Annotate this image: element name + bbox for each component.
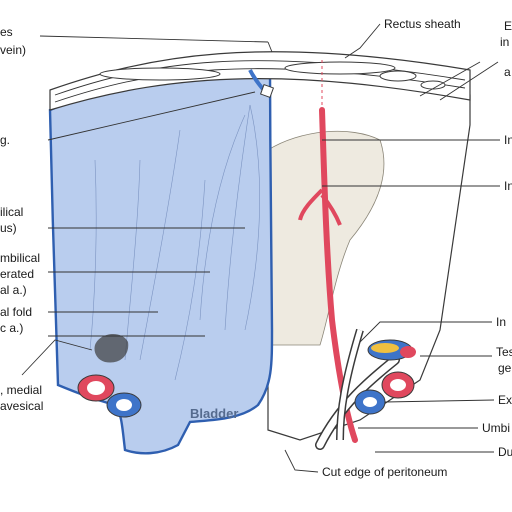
label-medial-1: , medial [0, 383, 42, 397]
label-umbilical-1: ilical [0, 205, 23, 219]
label-cut-edge: Cut edge of peritoneum [322, 465, 447, 479]
label-right-tes-1: Tes [496, 345, 512, 359]
label-right-in-b: In [504, 179, 512, 193]
label-right-in-c: In [496, 315, 506, 329]
label-top-right-1: E [504, 19, 512, 33]
label-top-right-3: a [504, 65, 511, 79]
label-right-du: Du [498, 445, 512, 459]
rectus-muscle-oval [99, 67, 221, 81]
label-medial-2: avesical [0, 399, 43, 413]
testicular-vessels [367, 339, 416, 361]
label-rectus-sheath: Rectus sheath [384, 17, 461, 31]
label-med-umb-3: al a.) [0, 283, 27, 297]
label-lig: g. [0, 133, 10, 147]
label-right-tes-2: ge [498, 361, 512, 375]
label-bladder: Bladder [190, 406, 238, 421]
label-right-umbi: Umbi [482, 421, 510, 435]
label-top-right-2: in [500, 35, 509, 49]
label-top-left-2: vein) [0, 43, 26, 57]
label-top-left-1: es [0, 25, 13, 39]
label-med-umb-2: erated [0, 267, 34, 281]
label-med-umb-1: mbilical [0, 251, 40, 265]
leader-lines [21, 23, 500, 473]
label-lat-fold-1: al fold [0, 305, 32, 319]
label-right-ex: Ex [498, 393, 512, 407]
label-lat-fold-2: c a.) [0, 321, 23, 335]
label-right-in-a: In [504, 133, 512, 147]
label-umbilical-2: us) [0, 221, 17, 235]
rectus-muscle-oval-right [284, 61, 396, 75]
obliterated-artery-knot [94, 334, 129, 363]
peritoneal-folds [89, 104, 260, 381]
